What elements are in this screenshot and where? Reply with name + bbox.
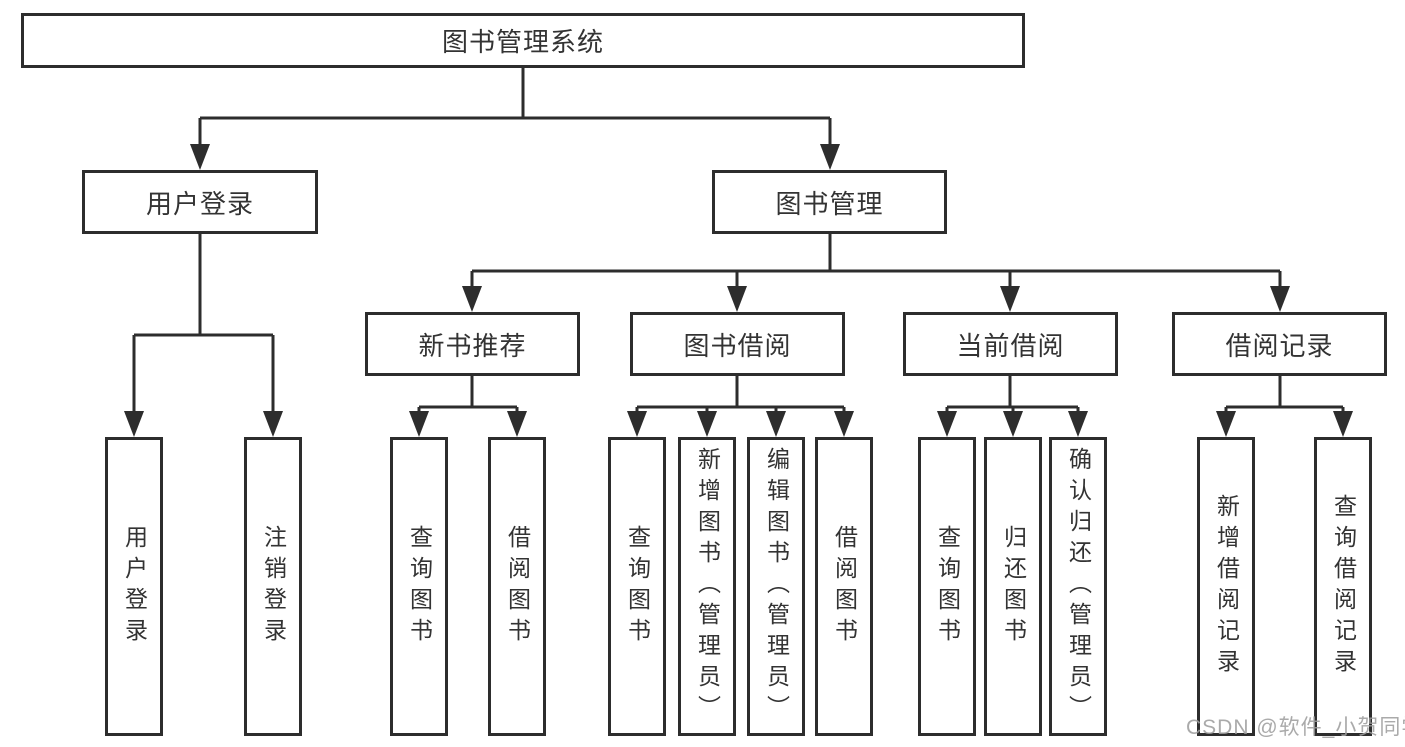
leaf-label: 归还图书 — [1000, 524, 1027, 649]
node-root-system: 图书管理系统 — [21, 13, 1025, 68]
leaf-label: 借阅图书 — [504, 524, 531, 649]
leaf-label: 查询借阅记录 — [1330, 493, 1357, 680]
leaf-label: 查询图书 — [934, 524, 961, 649]
leaf-label: 查询图书 — [624, 524, 651, 649]
leaf-borrow-query: 查询图书 — [608, 437, 666, 736]
node-current-borrow: 当前借阅 — [903, 312, 1118, 376]
node-borrow-records: 借阅记录 — [1172, 312, 1387, 376]
node-label: 借阅记录 — [1225, 330, 1334, 361]
leaf-logout: 注销登录 — [244, 437, 302, 736]
leaf-record-add: 新增借阅记录 — [1197, 437, 1255, 736]
node-label: 用户登录 — [145, 188, 254, 219]
leaf-label: 确认归还（管理员） — [1065, 447, 1092, 726]
leaf-newbook-borrow: 借阅图书 — [488, 437, 546, 736]
node-label: 当前借阅 — [956, 330, 1065, 361]
leaf-newbook-query: 查询图书 — [390, 437, 448, 736]
leaf-label: 新增图书（管理员） — [694, 447, 721, 726]
node-label: 图书借阅 — [683, 330, 792, 361]
node-book-borrow: 图书借阅 — [630, 312, 845, 376]
leaf-label: 查询图书 — [406, 524, 433, 649]
leaf-borrow-book: 借阅图书 — [815, 437, 873, 736]
node-label: 图书管理系统 — [441, 27, 604, 57]
leaf-label: 注销登录 — [260, 524, 287, 649]
leaf-borrow-edit-admin: 编辑图书（管理员） — [747, 437, 805, 736]
node-new-book-recommend: 新书推荐 — [365, 312, 580, 376]
node-label: 图书管理 — [775, 188, 884, 219]
leaf-borrow-add-admin: 新增图书（管理员） — [678, 437, 736, 736]
csdn-watermark: CSDN @软件_小贺同学 — [1186, 716, 1405, 739]
leaf-user-login: 用户登录 — [105, 437, 163, 736]
leaf-label: 用户登录 — [121, 524, 148, 649]
leaf-current-query: 查询图书 — [918, 437, 976, 736]
leaf-current-return: 归还图书 — [984, 437, 1042, 736]
connectors — [132, 68, 1345, 414]
arrowhead-icons — [124, 144, 1353, 437]
leaf-label: 借阅图书 — [831, 524, 858, 649]
node-book-management: 图书管理 — [712, 170, 947, 234]
leaf-current-confirm-admin: 确认归还（管理员） — [1049, 437, 1107, 736]
node-label: 新书推荐 — [418, 330, 527, 361]
leaf-label: 编辑图书（管理员） — [763, 447, 790, 726]
leaf-record-query: 查询借阅记录 — [1314, 437, 1372, 736]
leaf-label: 新增借阅记录 — [1213, 493, 1240, 680]
node-user-login: 用户登录 — [82, 170, 318, 234]
